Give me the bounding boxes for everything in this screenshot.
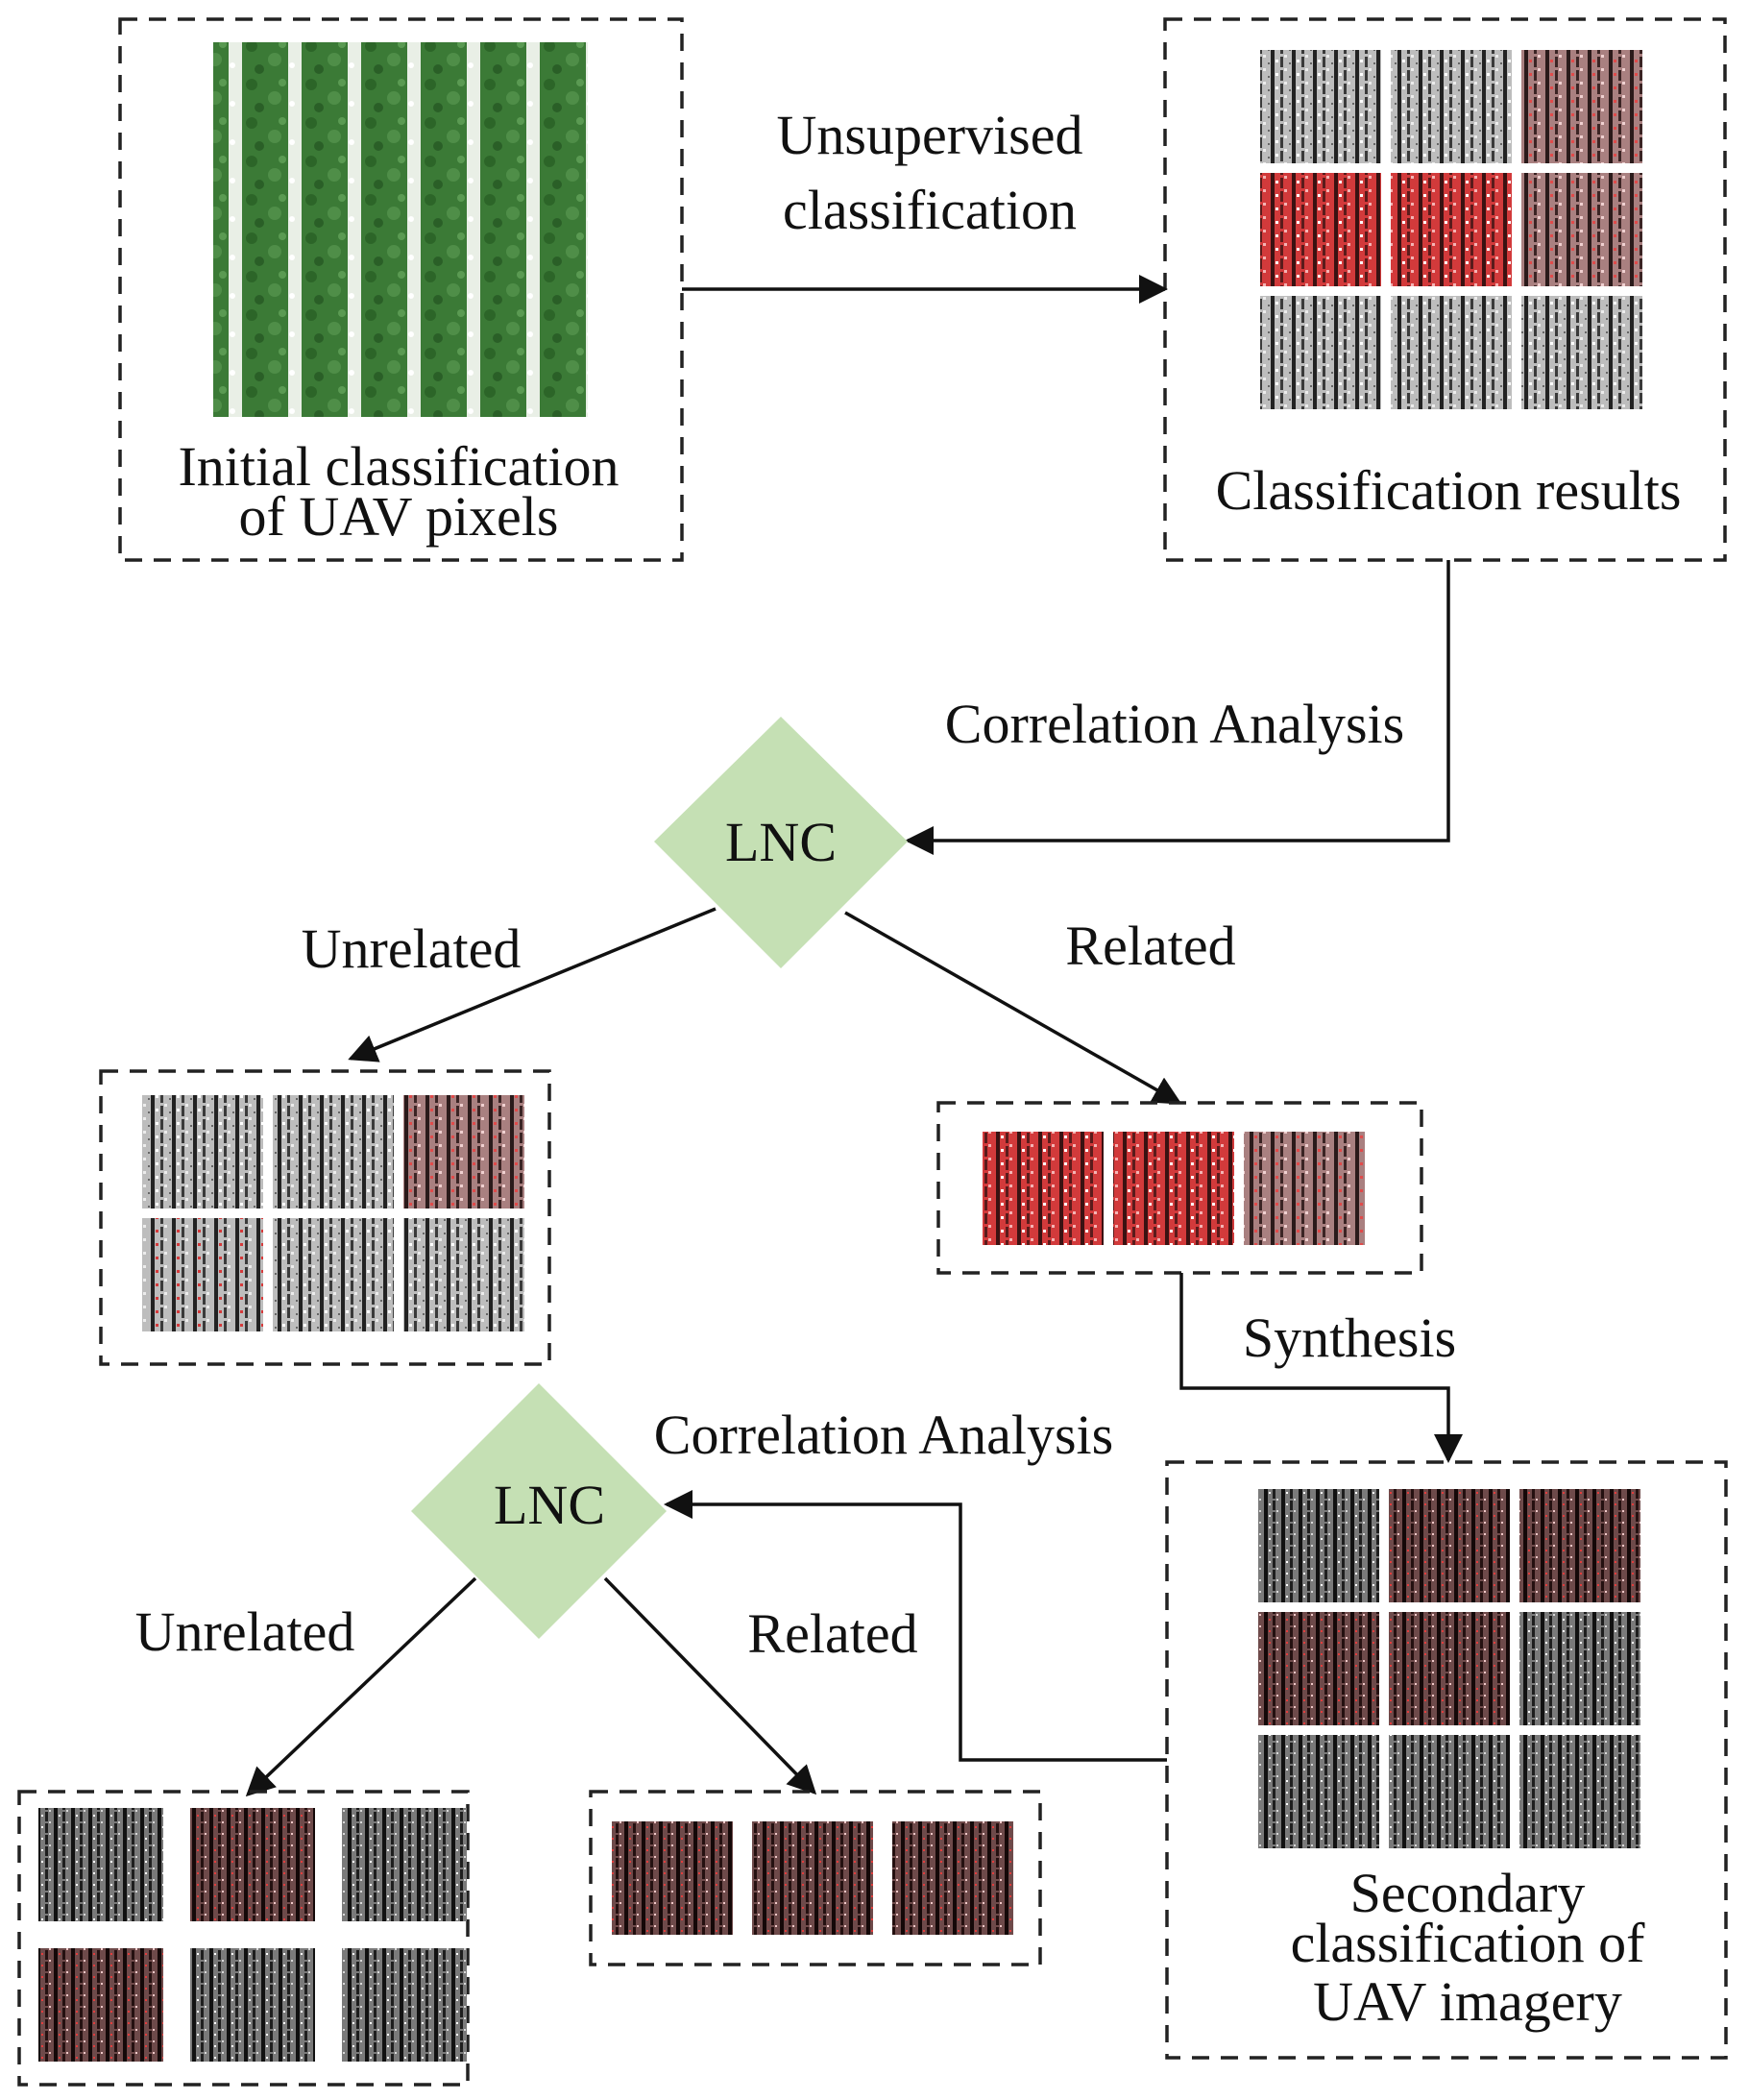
classification-tile	[1389, 1612, 1510, 1725]
classification-tile	[983, 1132, 1104, 1245]
unrelated-label-1: Unrelated	[302, 917, 522, 980]
classification-tile	[342, 1948, 467, 2062]
classification-tile	[403, 1218, 524, 1331]
secondary-caption-line3: UAV imagery	[1313, 1970, 1622, 2033]
lnc-node-1-label: LNC	[725, 811, 837, 873]
classification-tile	[1521, 296, 1642, 409]
classification-tile	[273, 1218, 394, 1331]
secondary-caption-line1: Secondary	[1350, 1862, 1586, 1924]
classification-results-caption: Classification results	[1216, 459, 1682, 522]
initial-caption-line2: of UAV pixels	[239, 485, 559, 548]
lnc-node-2-label: LNC	[494, 1474, 605, 1536]
classification-tile	[1391, 296, 1512, 409]
initial-caption-line1: Initial classification	[178, 435, 619, 498]
classification-tile	[190, 1808, 315, 1921]
related-tiles-1	[983, 1132, 1365, 1245]
lnc-node-1	[654, 717, 908, 968]
correlation-label-2: Correlation Analysis	[654, 1404, 1113, 1466]
classification-tile	[1258, 1612, 1379, 1725]
related-label-1: Related	[1065, 915, 1235, 977]
unrelated-arrow-1	[348, 907, 717, 1062]
related-arrow-1	[844, 911, 1182, 1105]
lnc-node-2	[411, 1383, 667, 1639]
unsupervised-label-line2: classification	[783, 179, 1077, 241]
classification-tile	[1521, 50, 1642, 163]
correlation-connector-1	[905, 560, 1450, 855]
unrelated-arrow-2	[245, 1576, 477, 1797]
classification-tile	[752, 1821, 873, 1935]
correlation-connector-2	[664, 1490, 1167, 1762]
classification-tile	[1519, 1612, 1640, 1725]
correlation-label-1: Correlation Analysis	[945, 693, 1404, 755]
classification-tile	[1519, 1489, 1640, 1602]
classification-tile	[142, 1095, 263, 1209]
classification-tile	[1391, 173, 1512, 286]
classification-results-tiles	[1260, 50, 1642, 409]
classification-tile	[403, 1095, 524, 1209]
classification-tile	[190, 1948, 315, 2062]
classification-tile	[1113, 1132, 1234, 1245]
classification-tile	[1258, 1735, 1379, 1848]
classification-tile	[142, 1218, 263, 1331]
unrelated-label-2: Unrelated	[135, 1600, 355, 1663]
classification-tile	[1260, 296, 1381, 409]
unrelated-box-1	[99, 1069, 551, 1366]
classification-tile	[38, 1808, 163, 1921]
secondary-caption-line2: classification of	[1291, 1912, 1646, 1974]
classification-tile	[273, 1095, 394, 1209]
synthesis-connector	[1179, 1273, 1463, 1463]
classification-tile	[342, 1808, 467, 1921]
classification-tile	[38, 1948, 163, 2062]
classification-tile	[1258, 1489, 1379, 1602]
unrelated-box-2	[17, 1790, 470, 2087]
unrelated-tiles-1	[142, 1095, 524, 1331]
related-arrow-2	[603, 1576, 817, 1795]
unrelated-tiles-2	[38, 1808, 467, 2062]
classification-tile	[1521, 173, 1642, 286]
classification-tile	[1260, 50, 1381, 163]
secondary-tiles	[1258, 1489, 1640, 1848]
uav-field-image	[213, 42, 588, 417]
related-tiles-2	[612, 1821, 1013, 1935]
classification-tile	[892, 1821, 1013, 1935]
classification-tile	[1519, 1735, 1640, 1848]
classification-tile	[1260, 173, 1381, 286]
classification-tile	[1244, 1132, 1365, 1245]
classification-tile	[1389, 1735, 1510, 1848]
classification-tile	[1391, 50, 1512, 163]
synthesis-label: Synthesis	[1243, 1306, 1456, 1369]
classification-tile	[612, 1821, 733, 1935]
related-box-2	[589, 1790, 1042, 1966]
unsupervised-label-line1: Unsupervised	[777, 104, 1083, 166]
related-label-2: Related	[747, 1602, 917, 1665]
initial-box	[118, 17, 684, 562]
classification-tile	[1389, 1489, 1510, 1602]
